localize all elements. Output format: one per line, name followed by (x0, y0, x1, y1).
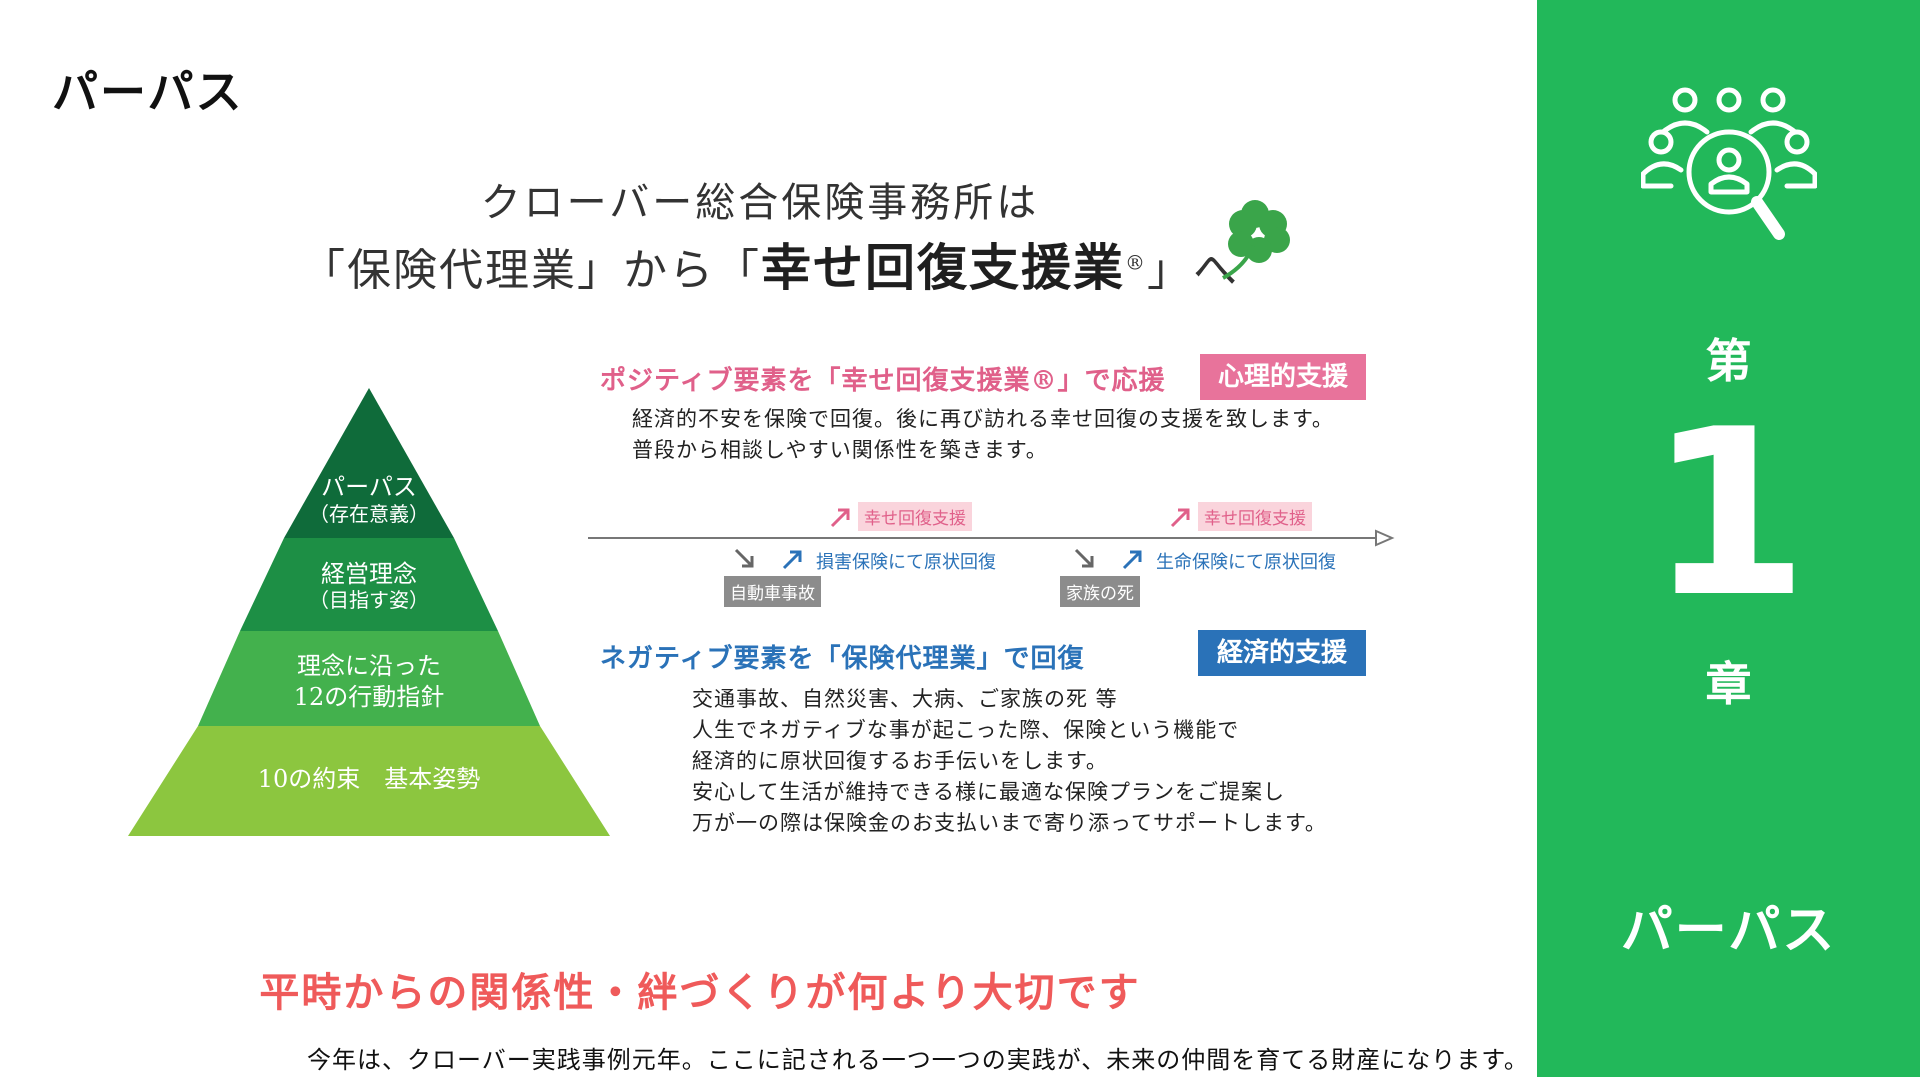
pyramid-level-2-line2: （目指す姿） (309, 588, 429, 612)
recovery-label-2: 生命保険にて原状回復 (1156, 552, 1336, 573)
negative-line: 経済的に原状回復するお手伝いをします。 (692, 749, 1108, 773)
clover-icon (1222, 200, 1290, 280)
negative-line: 人生でネガティブな事が起こった際、保険という機能で (692, 718, 1240, 742)
headline-prefix: 「保険代理業」から「 (301, 245, 761, 296)
chapter-number: 1 (1648, 381, 1809, 648)
negative-line: 万が一の際は保険金のお支払いまで寄り添ってサポートします。 (692, 811, 1327, 835)
pyramid-level-3-line2: 12の行動指針 (294, 683, 445, 711)
negative-body: 交通事故、自然災害、大病、ご家族の死 等 人生でネガティブな事が起こった際、保険… (692, 684, 1327, 839)
pyramid-diagram: パーパス （存在意義） 経営理念 （目指す姿） 理念に沿った 12の行動指針 1… (128, 388, 610, 836)
pyramid-level-3 (198, 631, 540, 726)
page-title: パーパス (52, 65, 244, 119)
chapter-panel: 第 1 章 パーパス (1537, 0, 1920, 1077)
chapter-label-first: 第 (1705, 334, 1752, 388)
registered-mark: ® (1125, 250, 1147, 275)
pyramid-level-1 (284, 388, 454, 538)
footer-text: 今年は、クローバー実践事例元年。ここに記される一つ一つの実践が、未来の仲間を育て… (307, 1046, 1529, 1074)
people-search-icon (1641, 87, 1817, 240)
timeline-axis (588, 508, 1395, 570)
key-message: 平時からの関係性・絆づくりが何より大切です (259, 970, 1141, 1016)
pyramid-level-4-line1: 10の約束 基本姿勢 (258, 765, 481, 793)
headline-line-1: クローバー総合保険事務所は (480, 180, 1040, 226)
event-family-death: 家族の死 (1060, 576, 1140, 607)
positive-title: ポジティブ要素を「幸せ回復支援業®」で応援 (600, 366, 1166, 396)
event-car-accident: 自動車事故 (724, 576, 821, 607)
pyramid-level-2-line1: 経営理念 (321, 560, 417, 588)
headline-line-2: 「保険代理業」から「幸せ回復支援業®」へ (0, 228, 1540, 300)
economic-support-tag: 経済的支援 (1198, 630, 1366, 676)
pyramid-level-3-line1: 理念に沿った (297, 652, 441, 680)
headline-strong: 幸せ回復支援業 (761, 238, 1125, 297)
headline-suffix: 」へ (1147, 245, 1239, 296)
pyramid-level-1-line1: パーパス (321, 473, 417, 501)
negative-title: ネガティブ要素を「保険代理業」で回復 (600, 644, 1085, 674)
chapter-title: パーパス (1620, 901, 1837, 961)
chapter-label-last: 章 (1705, 657, 1752, 711)
positive-line: 経済的不安を保険で回復。後に再び訪れる幸せ回復の支援を致します。 (632, 407, 1334, 431)
pyramid-level-1-line2: （存在意義） (309, 502, 429, 526)
positive-line: 普段から相談しやすい関係性を築きます。 (632, 438, 1048, 462)
negative-line: 交通事故、自然災害、大病、ご家族の死 等 (692, 687, 1118, 711)
psychological-support-tag: 心理的支援 (1200, 354, 1366, 400)
pyramid-level-4 (128, 726, 610, 836)
negative-line: 安心して生活が維持できる様に最適な保険プランをご提案し (692, 780, 1285, 804)
happiness-support-label-2: 幸せ回復支援 (1198, 502, 1312, 531)
timeline: 幸せ回復支援 幸せ回復支援 損害保険にて原状回復 生命保険にて原状回復 自動車事… (586, 492, 1396, 608)
happiness-support-label-1: 幸せ回復支援 (858, 502, 972, 531)
recovery-label-1: 損害保険にて原状回復 (816, 552, 996, 573)
pyramid-level-2 (240, 538, 498, 631)
positive-body: 経済的不安を保険で回復。後に再び訪れる幸せ回復の支援を致します。 普段から相談し… (632, 404, 1334, 466)
